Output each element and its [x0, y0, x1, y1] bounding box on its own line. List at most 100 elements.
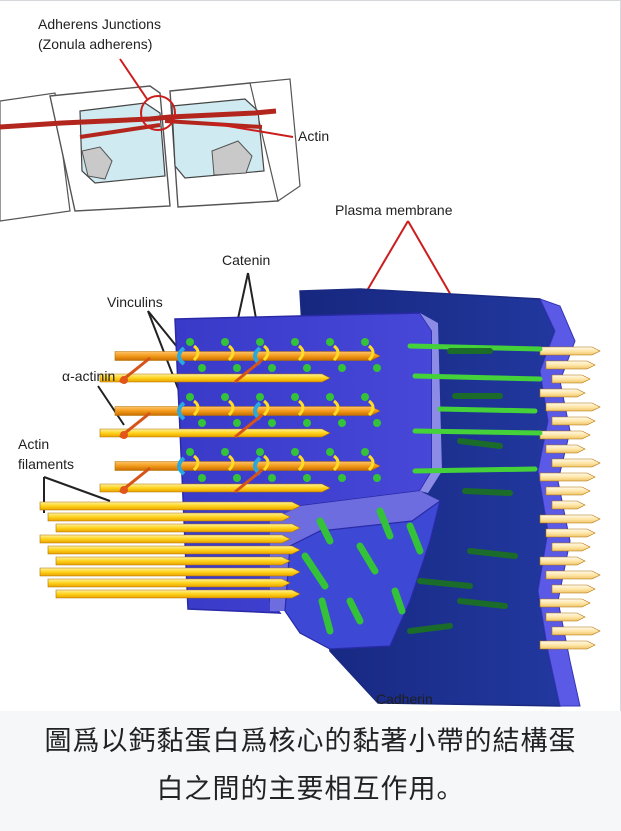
- catenin-dot: [338, 474, 346, 482]
- alpha-actinin-end: [120, 486, 128, 494]
- catenin-dot: [186, 448, 194, 456]
- pale-actin-rod: [551, 542, 591, 552]
- catenin-dot: [373, 419, 381, 427]
- actin-rod-yellow: [47, 545, 301, 555]
- actin-rod-yellow: [39, 534, 291, 544]
- cadherin-front: [406, 522, 424, 555]
- label-zonula-adherens: (Zonula adherens): [38, 36, 152, 52]
- catenin-dot: [326, 393, 334, 401]
- actin-rod-yellow: [39, 501, 301, 511]
- catenin-hook: [332, 399, 340, 417]
- catenin-hook: [262, 399, 270, 417]
- alpha-actinin-end: [120, 376, 128, 384]
- catenin-dot: [326, 448, 334, 456]
- cadherin-front: [391, 587, 406, 615]
- pale-actin-rod: [545, 570, 601, 580]
- label-adherens-junctions: Adherens Junctions: [38, 16, 161, 32]
- catenin-dot: [233, 364, 241, 372]
- catenin-dot: [291, 448, 299, 456]
- actin-rod-orange: [114, 406, 381, 416]
- actin-rod-orange: [114, 461, 381, 471]
- catenin-dot: [268, 419, 276, 427]
- catenin-dot: [221, 338, 229, 346]
- pale-actin-rod: [545, 360, 596, 370]
- caption-line-1: 圖爲以鈣黏蛋白爲核心的黏著小帶的結構蛋: [44, 726, 577, 757]
- catenin-dot: [186, 338, 194, 346]
- actin-rod-orange: [114, 351, 381, 361]
- catenin-hook: [367, 344, 375, 362]
- cadherin-front: [301, 552, 329, 590]
- actin-rod-yellow: [99, 483, 331, 493]
- catenin-dot: [361, 448, 369, 456]
- linker-proteins: [119, 338, 381, 494]
- pale-actin-rod: [545, 486, 591, 496]
- cadherin-front: [316, 517, 334, 545]
- catenin-hook: [297, 399, 305, 417]
- label-vinculins: Vinculins: [107, 294, 163, 310]
- cell-inset: [0, 58, 301, 222]
- catenin-dot: [221, 448, 229, 456]
- pale-actin-filaments: [539, 346, 601, 650]
- adherens-junction-diagram: Adherens Junctions (Zonula adherens) Act…: [0, 16, 601, 707]
- label-actin-filaments-2: filaments: [18, 456, 74, 472]
- actin-rod-yellow: [99, 373, 331, 383]
- catenin-dot: [338, 419, 346, 427]
- pale-actin-rod: [539, 514, 601, 524]
- catenin-hook: [367, 399, 375, 417]
- catenin-dot: [291, 393, 299, 401]
- catenin-hook: [192, 344, 200, 362]
- actin-rod-yellow: [47, 578, 291, 588]
- cadherin-bridge: [412, 466, 538, 474]
- pale-actin-rod: [551, 458, 601, 468]
- pale-actin-rod: [539, 472, 596, 482]
- vinculin: [177, 346, 186, 366]
- pale-actin-rod: [545, 402, 601, 412]
- label-catenin: Catenin: [222, 252, 270, 268]
- catenin-hook: [227, 399, 235, 417]
- catenin-dot: [221, 393, 229, 401]
- catenin-hook: [297, 344, 305, 362]
- alpha-actinin: [234, 468, 263, 494]
- pale-actin-rod: [539, 430, 591, 440]
- catenin-hook: [262, 454, 270, 472]
- caption-line-2: 白之間的主要相互作用。: [156, 774, 465, 805]
- catenin-dot: [268, 364, 276, 372]
- catenin-dot: [198, 419, 206, 427]
- pale-actin-rod: [551, 416, 596, 426]
- catenin-hook: [332, 344, 340, 362]
- pale-actin-rod: [545, 444, 586, 454]
- catenin-dot: [303, 364, 311, 372]
- label-plasma-membrane: Plasma membrane: [335, 202, 453, 218]
- pale-actin-rod: [545, 528, 596, 538]
- pale-actin-rod: [545, 612, 586, 622]
- cadherin-dark: [417, 578, 473, 589]
- pale-actin-rod: [539, 640, 596, 650]
- cadherin-front: [318, 597, 334, 635]
- catenin-dot: [291, 338, 299, 346]
- vinculin: [177, 456, 186, 476]
- pale-actin-rod: [551, 626, 601, 636]
- actin-rod-yellow: [99, 428, 331, 438]
- catenin-dot: [256, 448, 264, 456]
- catenin-hook: [297, 454, 305, 472]
- catenin-dot: [198, 474, 206, 482]
- catenin-hook: [367, 454, 375, 472]
- cadherin-bridge: [407, 343, 543, 352]
- catenin-dot: [186, 393, 194, 401]
- cadherin-front: [376, 507, 394, 540]
- catenin-dot: [256, 338, 264, 346]
- catenin-hook: [227, 454, 235, 472]
- label-actin-filaments-1: Actin: [18, 436, 49, 452]
- cadherin-front: [346, 597, 364, 625]
- catenin-dot: [373, 474, 381, 482]
- vinculin: [177, 401, 186, 421]
- catenin-dot: [326, 338, 334, 346]
- alpha-actinin: [234, 413, 263, 439]
- cadherin-front: [356, 542, 379, 575]
- actin-rod-yellow: [39, 567, 301, 577]
- cadherin-dark: [457, 598, 508, 609]
- catenin-dot: [361, 393, 369, 401]
- catenin-dot: [361, 338, 369, 346]
- actin-rod-yellow: [55, 523, 301, 533]
- pale-actin-rod: [551, 374, 591, 384]
